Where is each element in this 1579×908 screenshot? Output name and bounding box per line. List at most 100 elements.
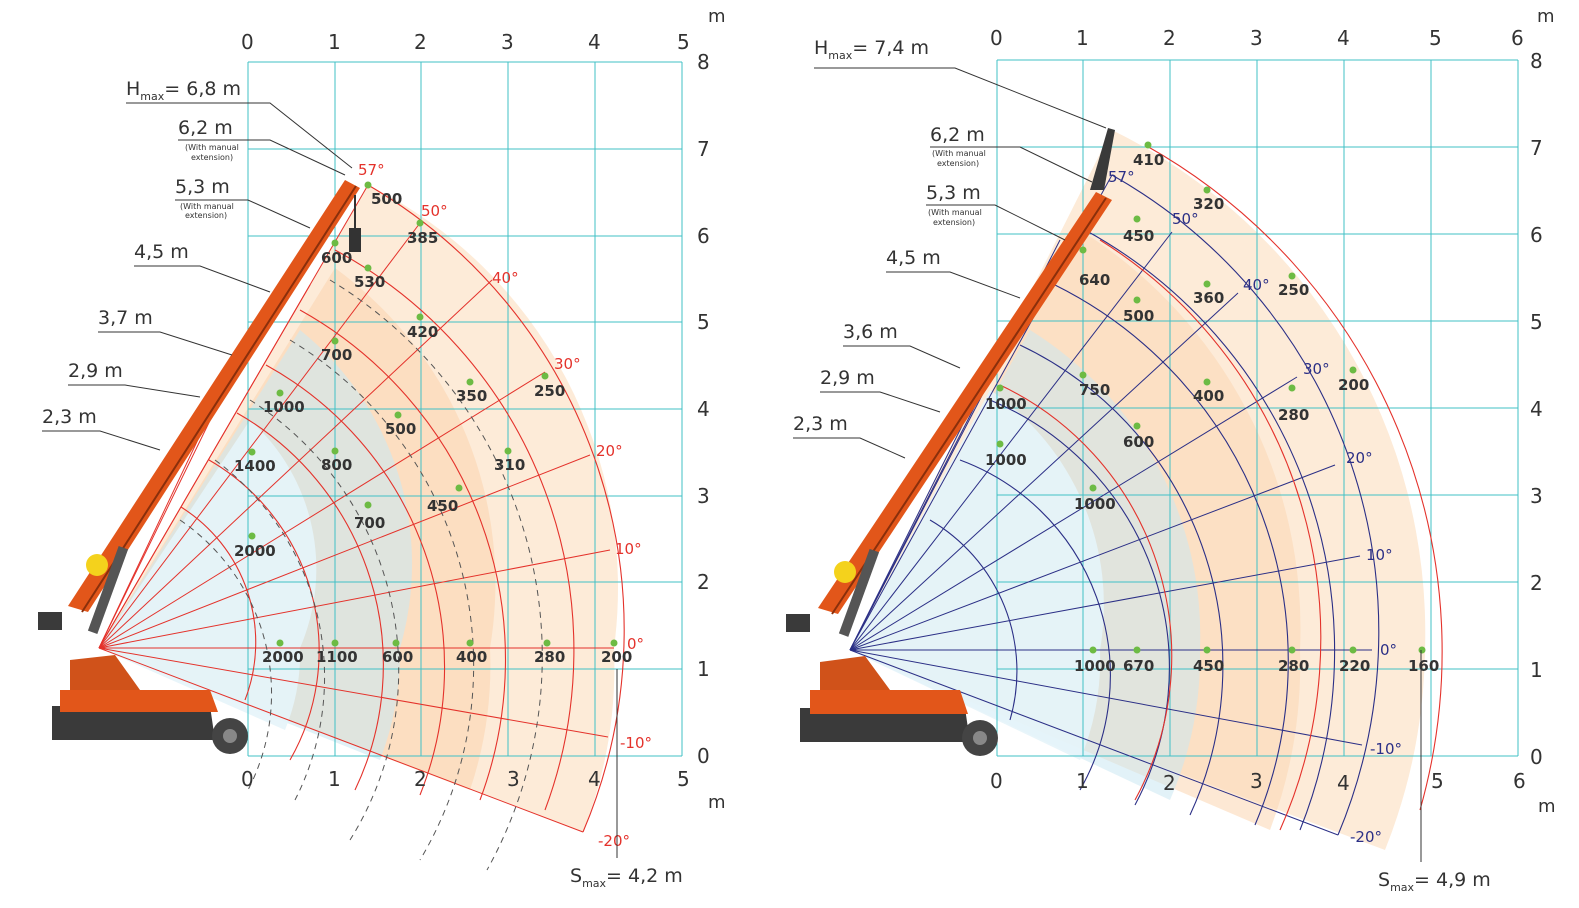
left-xtick-top-1: 1 — [328, 30, 341, 54]
left-capacity-labels: 500 385 600 530 420 700 350 250 1000 500… — [234, 190, 632, 666]
left-cap-6: 350 — [456, 387, 487, 405]
right-band-core — [850, 390, 1104, 760]
right-crane-jib — [1090, 128, 1115, 190]
left-ytick-6: 6 — [697, 224, 710, 248]
left-cap-8: 1000 — [263, 398, 305, 416]
left-unit-bottom: m — [708, 792, 726, 813]
left-xtick-bottom-3: 3 — [507, 767, 520, 791]
left-angle-40: 40° — [492, 269, 519, 287]
left-ytick-8: 8 — [697, 50, 710, 74]
left-dashed-arcs — [179, 279, 543, 871]
right-xtick-top-1: 1 — [1076, 26, 1089, 50]
right-height-2-9: 2,9 m — [820, 367, 875, 389]
right-xtick-top-4: 4 — [1337, 26, 1350, 50]
left-xtick-bottom-0: 0 — [241, 767, 254, 791]
left-crane-cab — [70, 655, 140, 690]
right-angle-minus10: -10° — [1370, 740, 1402, 758]
left-cap-18: 600 — [382, 648, 413, 666]
left-crane-wheel-hub — [223, 729, 237, 743]
right-grid — [996, 59, 1519, 757]
right-capacity-labels: 410 320 450 250 640 360 500 200 750 400 … — [985, 151, 1439, 675]
left-cap-7: 250 — [534, 382, 565, 400]
left-xtick-top-5: 5 — [677, 30, 690, 54]
left-xtick-top-4: 4 — [588, 30, 601, 54]
left-ytick-0: 0 — [697, 744, 710, 768]
right-cap-4: 640 — [1079, 271, 1110, 289]
right-angle-57: 57° — [1108, 168, 1135, 186]
right-height-5-3-note2: extension) — [933, 218, 975, 227]
right-cap-13: 1000 — [985, 451, 1027, 469]
left-height-2-9: 2,9 m — [68, 360, 123, 382]
right-ytick-6: 6 — [1530, 223, 1543, 247]
left-angle-20: 20° — [596, 442, 623, 460]
right-xtick-top-2: 2 — [1163, 26, 1176, 50]
right-unit-top: m — [1537, 6, 1555, 27]
left-xtick-bottom-1: 1 — [328, 767, 341, 791]
right-crane — [786, 128, 1115, 756]
right-height-6-2: 6,2 m — [930, 124, 985, 146]
left-crane-yellow-mark — [86, 554, 108, 576]
left-ytick-5: 5 — [697, 310, 710, 334]
left-crane — [38, 180, 361, 754]
left-smax-label: Smax= 4,2 m — [570, 865, 683, 890]
right-cap-7: 200 — [1338, 376, 1369, 394]
right-xtick-bottom-2: 2 — [1163, 771, 1176, 795]
right-crane-cab — [820, 656, 890, 690]
right-cap-17: 450 — [1193, 657, 1224, 675]
left-cap-0: 500 — [371, 190, 402, 208]
right-height-6-2-note2: extension) — [937, 159, 979, 168]
left-cap-12: 310 — [494, 456, 525, 474]
right-xtick-bottom-5: 5 — [1431, 769, 1444, 793]
left-xtick-bottom-5: 5 — [677, 767, 690, 791]
left-cap-17: 1100 — [316, 648, 358, 666]
left-hmax-label: Hmax= 6,8 m — [126, 78, 241, 103]
right-ytick-5: 5 — [1530, 310, 1543, 334]
left-cap-4: 420 — [407, 323, 438, 341]
right-height-3-6: 3,6 m — [843, 321, 898, 343]
left-angle-50: 50° — [421, 202, 448, 220]
left-crane-boom-edge — [81, 185, 357, 613]
left-height-5-3-note1: (With manual — [180, 202, 234, 211]
left-crane-boom — [68, 180, 360, 612]
left-cap-9: 500 — [385, 420, 416, 438]
left-crane-hook — [349, 228, 361, 252]
right-angle-40: 40° — [1243, 276, 1270, 294]
right-ytick-1: 1 — [1530, 658, 1543, 682]
right-xtick-top-0: 0 — [990, 26, 1003, 50]
left-xtick-top-0: 0 — [241, 30, 254, 54]
left-unit-top: m — [708, 6, 726, 27]
left-angle-labels: 57° 50° 40° 30° 20° 10° 0° -10° -20° — [358, 161, 652, 850]
right-unit-bottom: m — [1538, 796, 1556, 817]
left-height-2-3: 2,3 m — [42, 406, 97, 428]
left-axes: 0 1 2 3 4 5 m 0 1 2 3 4 5 m 8 7 6 5 4 3 … — [241, 6, 726, 813]
left-height-5-3-note2: extension) — [185, 211, 227, 220]
right-angle-50: 50° — [1172, 210, 1199, 228]
right-cap-20: 160 — [1408, 657, 1439, 675]
right-xtick-bottom-1: 1 — [1076, 769, 1089, 793]
left-angle-30: 30° — [554, 355, 581, 373]
right-xtick-bottom-3: 3 — [1250, 769, 1263, 793]
right-xtick-top-6: 6 — [1511, 26, 1524, 50]
right-red-arcs — [999, 144, 1443, 831]
left-angle-57: 57° — [358, 161, 385, 179]
right-cap-1: 320 — [1193, 195, 1224, 213]
right-cap-12: 600 — [1123, 433, 1154, 451]
left-height-6-2-note2: extension) — [191, 153, 233, 162]
left-cap-3: 530 — [354, 273, 385, 291]
right-cap-0: 410 — [1133, 151, 1164, 169]
left-crane-body — [60, 690, 218, 712]
right-height-5-3: 5,3 m — [926, 182, 981, 204]
right-crane-yellow-mark — [834, 561, 856, 583]
left-capacity-points — [248, 181, 618, 647]
right-cap-8: 750 — [1079, 381, 1110, 399]
left-cap-20: 280 — [534, 648, 565, 666]
right-angle-labels: 57° 50° 40° 30° 20° 10° 0° -10° -20° — [1108, 168, 1402, 846]
right-hmax-label: Hmax= 7,4 m — [814, 37, 929, 62]
left-angle-minus10: -10° — [620, 734, 652, 752]
right-cap-3: 250 — [1278, 281, 1309, 299]
left-ytick-7: 7 — [697, 137, 710, 161]
right-crane-boom-edge — [831, 197, 1107, 615]
left-chart: 500 385 600 530 420 700 350 250 1000 500… — [38, 6, 726, 890]
right-cap-9: 400 — [1193, 387, 1224, 405]
right-height-5-3-note1: (With manual — [928, 208, 982, 217]
